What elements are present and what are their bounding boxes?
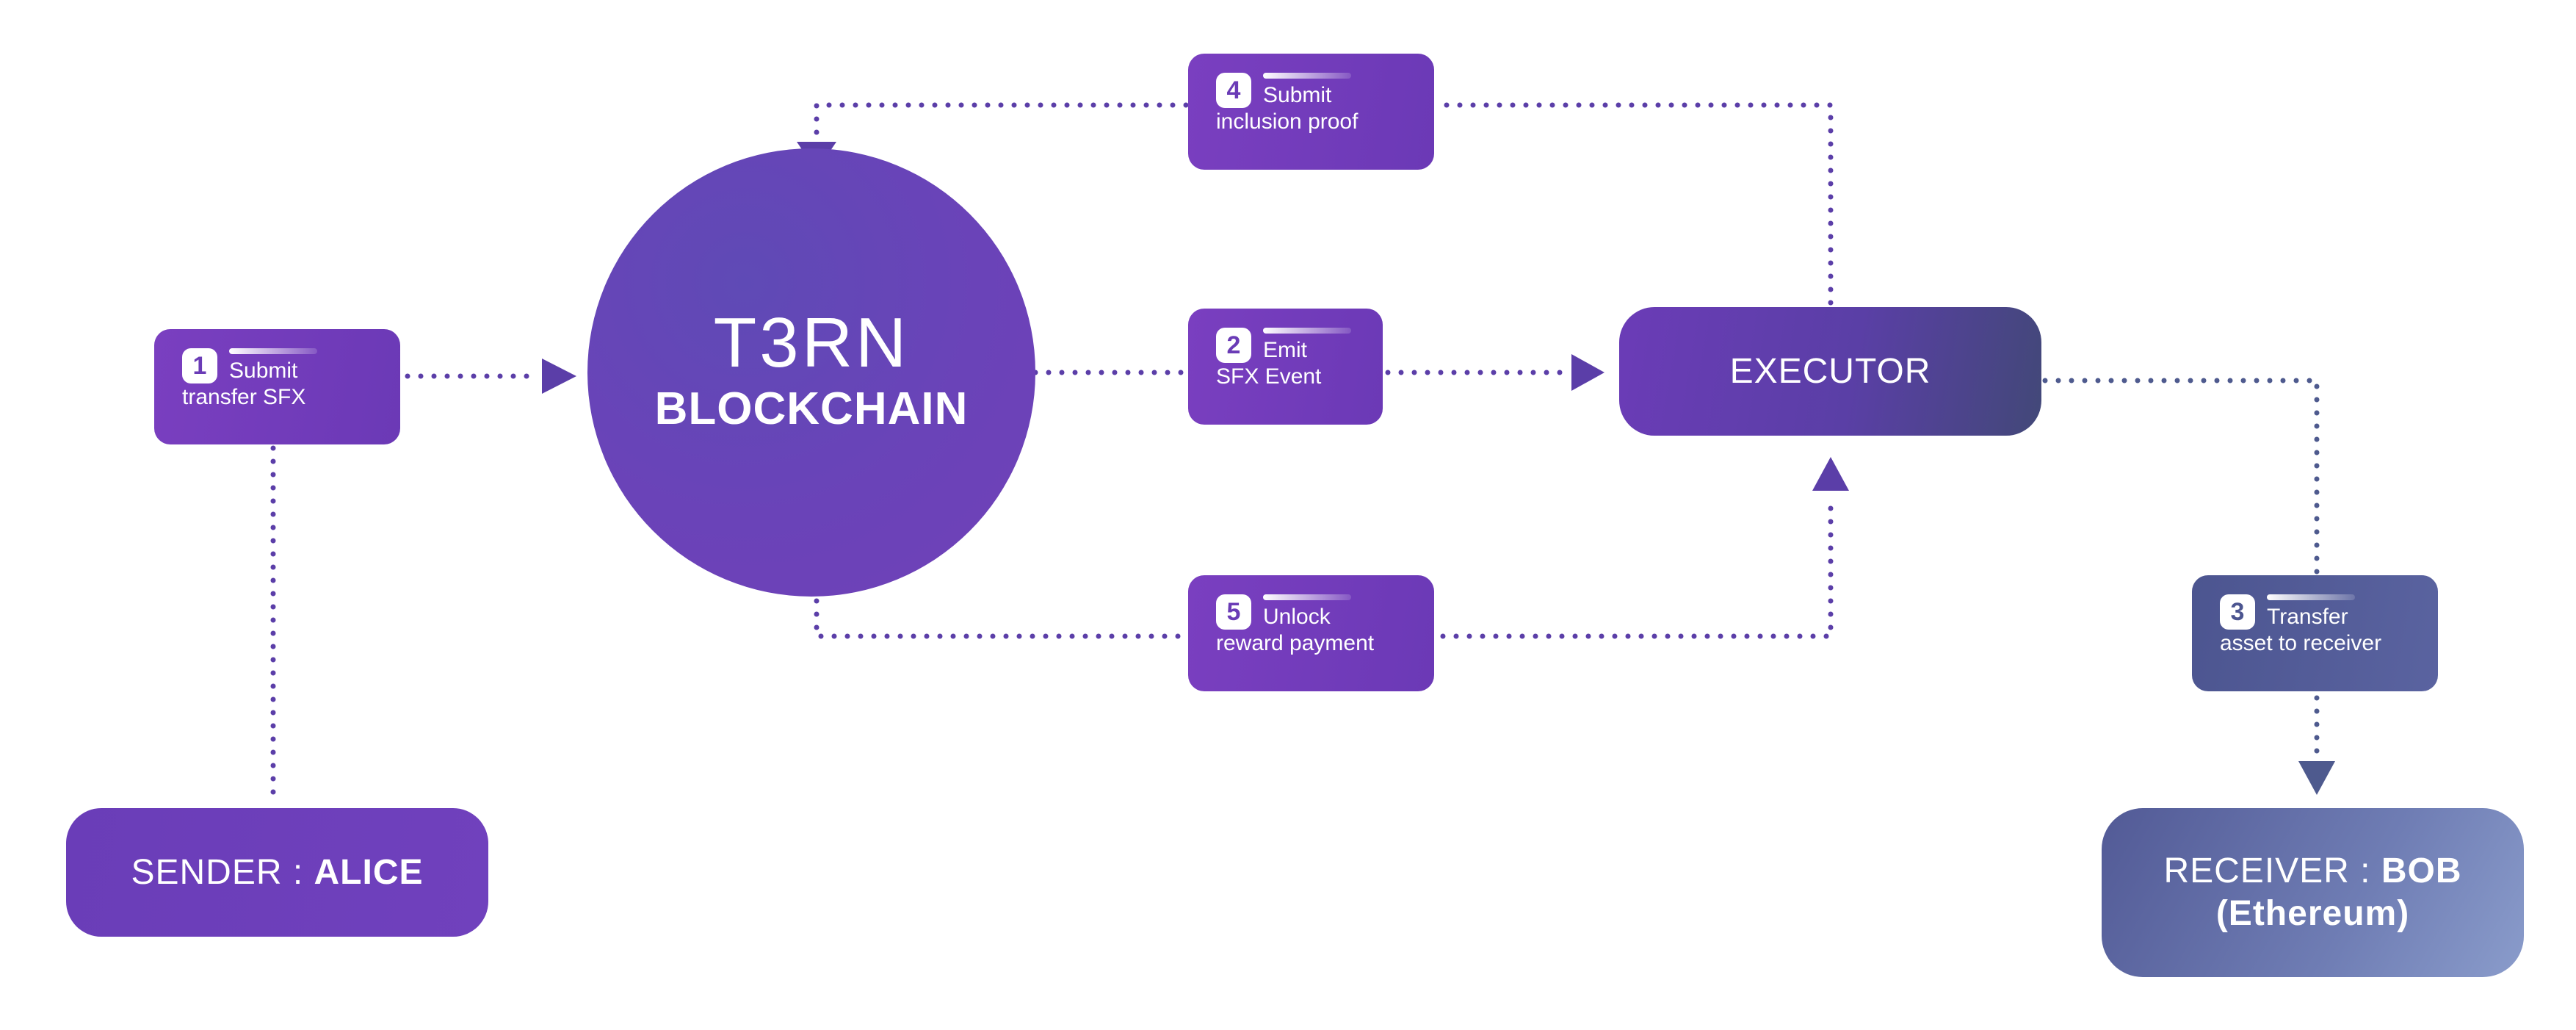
step-4-number: 4	[1216, 73, 1251, 108]
blockchain-title: T3RN	[713, 303, 910, 382]
step-3-accent-bar	[2267, 594, 2355, 600]
step-5-box: 5 Unlock reward payment	[1188, 575, 1434, 691]
arrowhead-into-executor	[1571, 354, 1604, 391]
step-1-title: Submit	[229, 359, 298, 383]
connector-executor-to-step3	[2042, 378, 2320, 576]
step-1-number: 1	[182, 348, 217, 383]
step-1-accent-bar	[229, 348, 317, 354]
step-5-accent-bar	[1263, 594, 1351, 600]
step-3-box: 3 Transfer asset to receiver	[2192, 575, 2438, 691]
receiver-label: RECEIVER :	[2163, 851, 2381, 890]
connector-step4-to-blockchain	[814, 102, 1189, 150]
step-2-box: 2 Emit SFX Event	[1188, 309, 1383, 425]
blockchain-subtitle: BLOCKCHAIN	[654, 383, 969, 434]
receiver-network: (Ethereum)	[2215, 894, 2410, 933]
connector-step5-to-executor	[1440, 497, 1834, 639]
receiver-node: RECEIVER : BOB (Ethereum)	[2102, 808, 2524, 977]
step-4-detail: inclusion proof	[1216, 109, 1358, 134]
sender-label: SENDER :	[131, 853, 314, 892]
arrowhead-into-executor-bottom	[1812, 457, 1849, 491]
step-2-number: 2	[1216, 328, 1251, 363]
step-2-title: Emit	[1263, 338, 1307, 362]
step-1-box: 1 Submit transfer SFX	[154, 329, 400, 444]
step-3-number: 3	[2220, 594, 2255, 630]
step-3-detail: asset to receiver	[2220, 631, 2382, 655]
step-5-number: 5	[1216, 594, 1251, 630]
arrowhead-into-receiver	[2298, 761, 2335, 795]
connector-executor-to-step4	[1440, 102, 1834, 306]
step-4-box: 4 Submit inclusion proof	[1188, 54, 1434, 170]
arrowhead-into-blockchain	[542, 359, 576, 394]
executor-node: EXECUTOR	[1619, 307, 2041, 436]
step-4-accent-bar	[1263, 73, 1351, 79]
step-3-title: Transfer	[2267, 605, 2348, 629]
step-1-detail: transfer SFX	[182, 385, 306, 409]
step-2-accent-bar	[1263, 328, 1351, 334]
connector-blockchain-to-step5	[814, 598, 1189, 639]
step-4-title: Submit	[1263, 83, 1332, 107]
sender-node: SENDER : ALICE	[66, 808, 488, 937]
t3rn-blockchain-node: T3RN BLOCKCHAIN	[587, 148, 1035, 597]
executor-label: EXECUTOR	[1729, 352, 1931, 391]
step-5-title: Unlock	[1263, 605, 1331, 629]
receiver-name: BOB	[2381, 851, 2462, 890]
step-5-detail: reward payment	[1216, 631, 1375, 655]
step-2-detail: SFX Event	[1216, 364, 1322, 389]
sender-name: ALICE	[314, 853, 424, 892]
receiver-line: RECEIVER : BOB	[2163, 850, 2461, 893]
